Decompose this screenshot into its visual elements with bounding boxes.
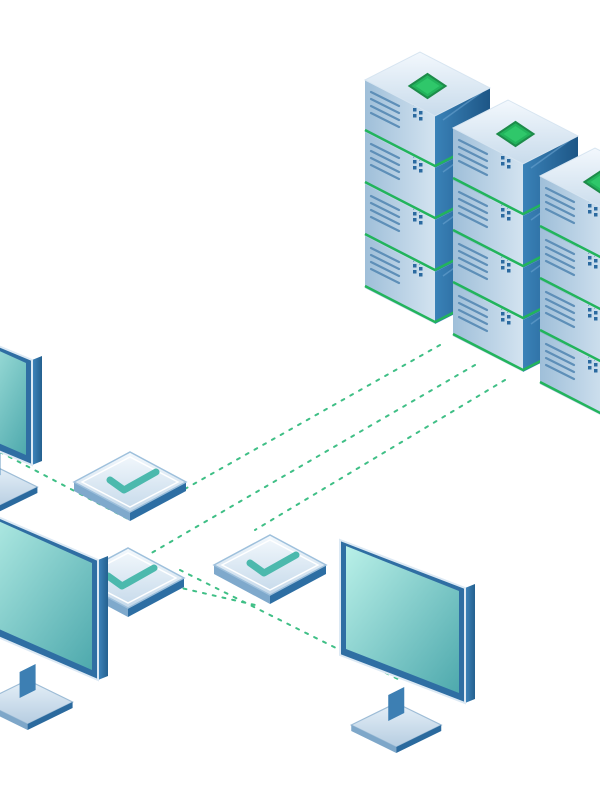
- checkmark-tile: [72, 451, 188, 521]
- monitors: [0, 345, 475, 753]
- checkmark-icon: [246, 551, 300, 577]
- monitor: [0, 516, 108, 730]
- monitor-screen: [0, 351, 26, 455]
- connection-line: [129, 344, 441, 521]
- monitor: [0, 345, 42, 512]
- checkmark-tiles: [70, 451, 328, 617]
- server-racks: [363, 51, 600, 415]
- server-unit: [539, 228, 600, 311]
- server-unit: [539, 332, 600, 415]
- monitor-screen: [346, 546, 459, 693]
- connection-line: [254, 379, 506, 531]
- checkmark-icon: [106, 468, 160, 494]
- checkmark-tile: [212, 534, 328, 604]
- server-rack: [538, 147, 600, 415]
- connection-line: [179, 569, 401, 681]
- connection-line: [147, 364, 476, 556]
- checkmark-icon: [104, 564, 158, 590]
- monitor-screen: [0, 521, 92, 670]
- monitor: [339, 538, 475, 753]
- server-unit: [539, 280, 600, 363]
